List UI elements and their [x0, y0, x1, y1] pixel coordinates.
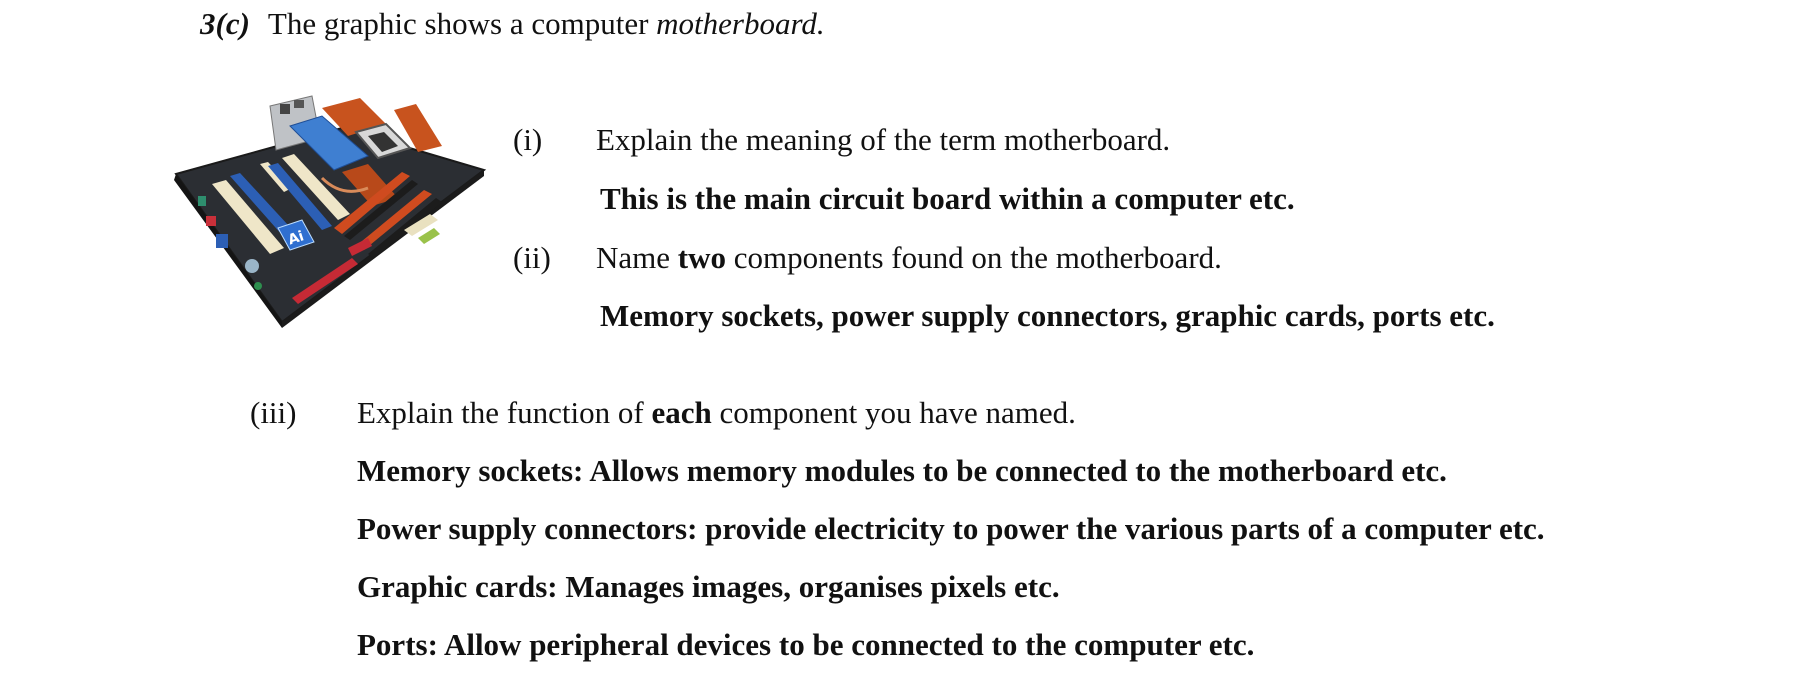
question-intro-italic: motherboard.	[656, 6, 825, 41]
part-iii-prompt-text-2: component you have named.	[711, 395, 1076, 430]
part-ii-answer: Memory sockets, power supply connectors,…	[600, 298, 1495, 333]
svg-text:Ai: Ai	[286, 228, 306, 248]
part-ii-prompt-text-2: components found on the motherboard.	[726, 240, 1222, 275]
motherboard-image: Ai	[172, 88, 488, 338]
part-iii-label: (iii)	[250, 395, 297, 430]
part-i-answer: This is the main circuit board within a …	[600, 181, 1295, 216]
part-i-label: (i)	[513, 122, 543, 157]
answer-memory-sockets: Memory sockets: Allows memory modules to…	[357, 453, 1447, 488]
part-ii-prompt-text-1: Name	[596, 240, 678, 275]
question-number: 3(c)	[200, 6, 250, 41]
part-ii-prompt-emphasis: two	[677, 240, 726, 275]
part-iii-prompt-text-1: Explain the function of	[357, 395, 652, 430]
answer-ports: Ports: Allow peripheral devices to be co…	[357, 627, 1255, 662]
answer-graphic-cards: Graphic cards: Manages images, organises…	[357, 569, 1060, 604]
question-intro: The graphic shows a computer	[267, 6, 657, 41]
question-heading: 3(c) The graphic shows a computer motherb…	[200, 8, 825, 39]
part-i-prompt-text: Explain the meaning of the term motherbo…	[596, 122, 1171, 157]
part-iii-prompt: Explain the function of each component y…	[357, 397, 1076, 428]
answer-power-supply-connectors: Power supply connectors: provide electri…	[357, 511, 1545, 546]
part-iii-prompt-emphasis: each	[651, 395, 712, 430]
motherboard-icon: Ai	[174, 95, 487, 328]
part-i-prompt: Explain the meaning of the term motherbo…	[596, 124, 1170, 155]
part-ii-label: (ii)	[513, 240, 551, 275]
part-ii-prompt: Name two components found on the motherb…	[596, 242, 1222, 273]
